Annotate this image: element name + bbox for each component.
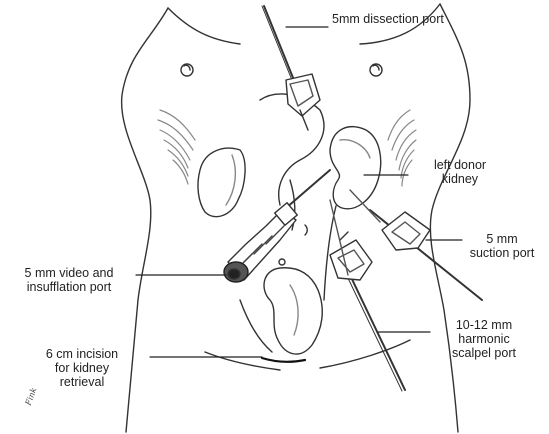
torso-right-outline (430, 4, 470, 432)
liver-outline (198, 148, 245, 216)
label-video-port: 5 mm video and insufflation port (4, 266, 134, 294)
suction-port-trocar (382, 212, 430, 250)
label-suction-port: 5 mm suction port (460, 232, 544, 260)
label-scalpel-port: 10-12 mm harmonic scalpel port (434, 318, 534, 360)
shoulder-left (168, 8, 240, 44)
label-incision: 6 cm incision for kidney retrieval (22, 347, 142, 389)
label-dissection-port: 5mm dissection port (332, 12, 444, 26)
colon-outline (264, 268, 322, 354)
incision-line (262, 358, 305, 362)
scalpel-port-trocar (330, 240, 372, 280)
inguinal-right (320, 340, 410, 368)
dissection-port-trocar (286, 74, 320, 116)
inguinal-left (205, 352, 280, 370)
label-donor-kidney: left donor kidney (412, 158, 508, 186)
video-camera (224, 203, 297, 282)
ribs-left (158, 110, 195, 184)
